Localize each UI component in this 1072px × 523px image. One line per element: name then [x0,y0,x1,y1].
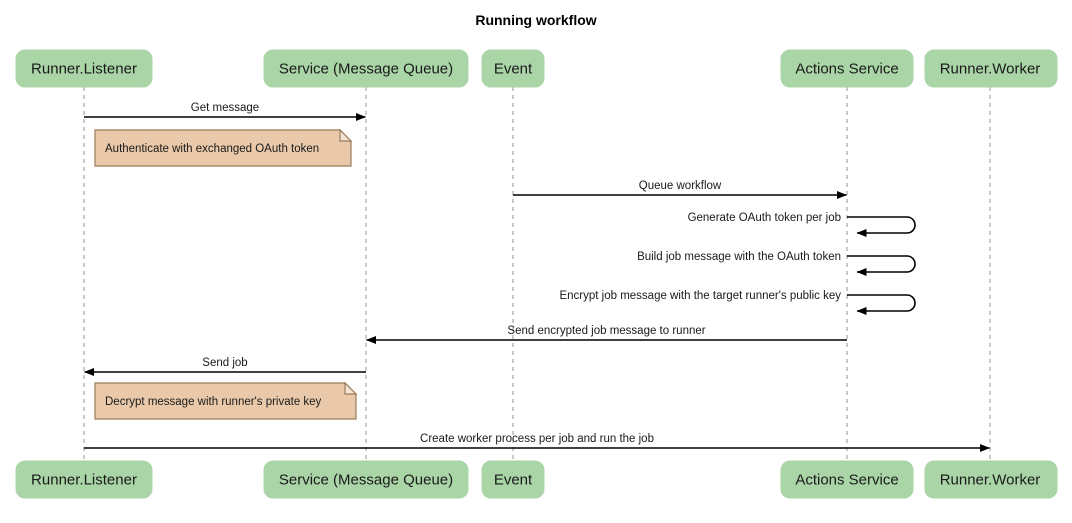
actor-actions-service-top[interactable]: Actions Service [780,49,914,88]
actor-box [924,460,1058,499]
lifelines-layer [83,87,991,461]
actor-label: Runner.Worker [940,471,1041,488]
actor-box [15,49,153,88]
note-fold-corner-icon [344,381,358,395]
message-encrypt-job-message-with-the-target-runners-public-key[interactable]: Encrypt job message with the target runn… [559,290,916,315]
message-queue-workflow[interactable]: Queue workflow [513,180,847,199]
actor-label: Runner.Listener [31,60,137,77]
actor-service-message-queue-top[interactable]: Service (Message Queue) [263,49,469,88]
note-decrypt: Decrypt message with runner's private ke… [94,381,358,420]
page-title: Running workflow [475,12,596,28]
message-loop-path [847,255,916,276]
message-generate-oauth-token-per-job[interactable]: Generate OAuth token per job [688,212,916,237]
actor-event-top[interactable]: Event [481,49,545,88]
message-label: Send job [202,357,247,369]
actor-box [481,49,545,88]
actor-label: Service (Message Queue) [279,471,453,488]
actor-box [780,460,914,499]
actor-runner-worker-top[interactable]: Runner.Worker [924,49,1058,88]
note-label: Authenticate with exchanged OAuth token [105,143,319,155]
message-loop-path [847,216,916,237]
message-label: Encrypt job message with the target runn… [559,290,841,302]
note-fold-corner-icon [339,128,353,142]
actor-actions-service-bottom[interactable]: Actions Service [780,460,914,499]
message-label: Build job message with the OAuth token [637,251,841,263]
actors-bottom-layer: Runner.Listener Service (Message Queue) Ev… [15,460,1058,499]
actor-box [15,460,153,499]
message-label: Create worker process per job and run th… [420,433,654,445]
actor-box [263,460,469,499]
actor-box [263,49,469,88]
actor-label: Actions Service [795,471,898,488]
message-create-worker-process-per-job-and-run-the-job[interactable]: Create worker process per job and run th… [84,433,990,452]
message-label: Generate OAuth token per job [688,212,841,224]
actor-box [780,49,914,88]
note-authenticate: Authenticate with exchanged OAuth token [94,128,353,167]
message-loop-path [847,294,916,315]
actor-runner-worker-bottom[interactable]: Runner.Worker [924,460,1058,499]
actor-service-message-queue-bottom[interactable]: Service (Message Queue) [263,460,469,499]
actor-label: Event [494,471,533,488]
notes-layer: Authenticate with exchanged OAuth tokenD… [94,128,358,420]
message-label: Queue workflow [639,180,722,192]
message-get-message[interactable]: Get message [84,102,366,121]
actor-runner-listener-top[interactable]: Runner.Listener [15,49,153,88]
actor-event-bottom[interactable]: Event [481,460,545,499]
actor-runner-listener-bottom[interactable]: Runner.Listener [15,460,153,499]
actor-box [481,460,545,499]
actor-label: Actions Service [795,60,898,77]
actors-top-layer: Runner.Listener Service (Message Queue) Ev… [15,49,1058,88]
message-label: Send encrypted job message to runner [507,325,705,337]
message-send-encrypted-job-message-to-runner[interactable]: Send encrypted job message to runner [366,325,848,344]
note-body [94,382,357,420]
actor-label: Service (Message Queue) [279,60,453,77]
note-body [94,129,352,167]
message-build-job-message-with-the-oauth-token[interactable]: Build job message with the OAuth token [637,251,916,276]
message-label: Get message [191,102,259,114]
actor-box [924,49,1058,88]
actor-label: Runner.Worker [940,60,1041,77]
message-send-job[interactable]: Send job [84,357,367,376]
note-label: Decrypt message with runner's private ke… [105,396,322,408]
actor-label: Runner.Listener [31,471,137,488]
actor-label: Event [494,60,533,77]
